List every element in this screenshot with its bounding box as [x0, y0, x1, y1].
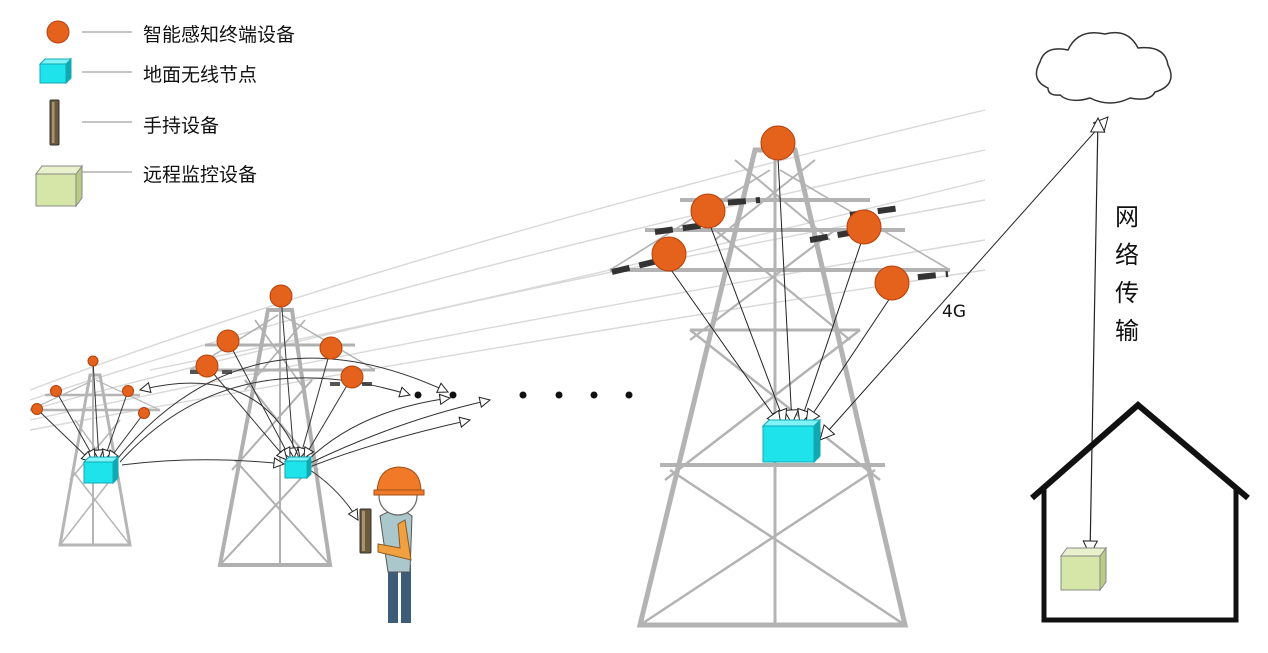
sensor-device [760, 125, 796, 161]
sensor-device [195, 354, 219, 378]
sensor-device [319, 336, 343, 360]
uplink-4g [820, 117, 1108, 440]
network-char: 输 [1115, 317, 1139, 345]
remote-monitor-in-house [1060, 546, 1107, 592]
network-link [1090, 118, 1098, 555]
network-transmission-label: 网 络 传 输 [1112, 198, 1142, 350]
sensor-device [846, 209, 882, 245]
sensor-device [87, 355, 99, 367]
handheld-device-1 [359, 508, 372, 554]
sensor-devices [31, 125, 910, 419]
network-char: 网 [1115, 203, 1139, 231]
label-4g: 4G [942, 302, 966, 322]
arrows-node-2-out [140, 383, 490, 520]
legend-sensor-icon [46, 20, 70, 44]
legend-monitor-label: 远程监控设备 [143, 164, 258, 186]
arrows-tower-1 [36, 360, 145, 462]
legend-node-icon [38, 57, 73, 85]
network-char: 络 [1115, 241, 1139, 269]
sensor-device [138, 407, 150, 419]
field-worker [373, 466, 425, 623]
legend-sensor-label: 智能感知终端设备 [143, 24, 296, 46]
arrows-tower-2 [206, 295, 353, 460]
network-char: 传 [1115, 279, 1139, 307]
tower-3 [609, 140, 951, 628]
legend-handheld-icon [49, 99, 60, 146]
wireless-node-3 [761, 418, 822, 464]
sensor-device [31, 403, 43, 415]
sensor-device [651, 236, 687, 272]
sensor-device [216, 329, 240, 353]
sensor-device [874, 265, 910, 301]
house-icon [1030, 401, 1250, 623]
legend-monitor-icon [35, 164, 83, 208]
sensor-device [269, 284, 293, 308]
cloud-icon [1035, 31, 1172, 104]
wireless-node-1 [82, 455, 120, 485]
wireless-node-2 [283, 455, 313, 480]
legend-node-label: 地面无线节点 [143, 64, 258, 86]
sensor-device [340, 365, 364, 389]
continuation-dots [414, 391, 633, 399]
sensor-device [50, 385, 62, 397]
sensor-device [122, 385, 134, 397]
sensor-device [690, 193, 726, 229]
arrows-node-1-out [117, 357, 448, 465]
legend [35, 20, 132, 208]
legend-handheld-label: 手持设备 [143, 115, 220, 137]
power-lines [29, 109, 986, 431]
